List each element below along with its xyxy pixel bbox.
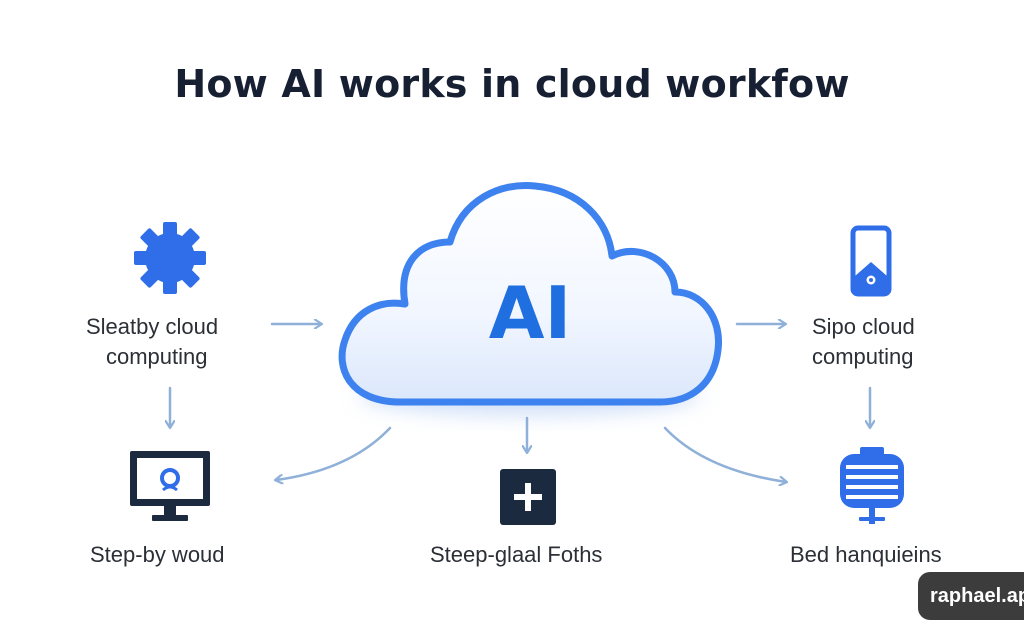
gear-icon: [134, 222, 206, 294]
right-top-label-line2: computing: [812, 344, 914, 369]
arrow-cloud-to-bottom-left: [276, 426, 392, 480]
left-top-label-line1: Sleatby cloud: [86, 314, 219, 339]
bottom-right-label: Bed hanquieins: [790, 542, 942, 567]
mobile-device-icon: [850, 225, 892, 297]
right-top-label-line1: Sipo cloud: [812, 314, 915, 339]
server-icon: [840, 447, 904, 524]
left-top-label-line2: computing: [106, 344, 208, 369]
diagram-title: How AI works in cloud workfow: [174, 62, 850, 106]
monitor-icon: [130, 451, 210, 521]
bottom-center-label: Steep-glaal Foths: [430, 542, 603, 567]
plus-box-icon: [500, 469, 556, 525]
ai-cloud-shape: [338, 181, 722, 415]
watermark-badge: raphael.ap: [918, 572, 1024, 620]
arrow-cloud-to-bottom-right: [663, 426, 786, 482]
bottom-left-label: Step-by woud: [90, 542, 225, 567]
ai-center-label: AI: [488, 271, 572, 355]
